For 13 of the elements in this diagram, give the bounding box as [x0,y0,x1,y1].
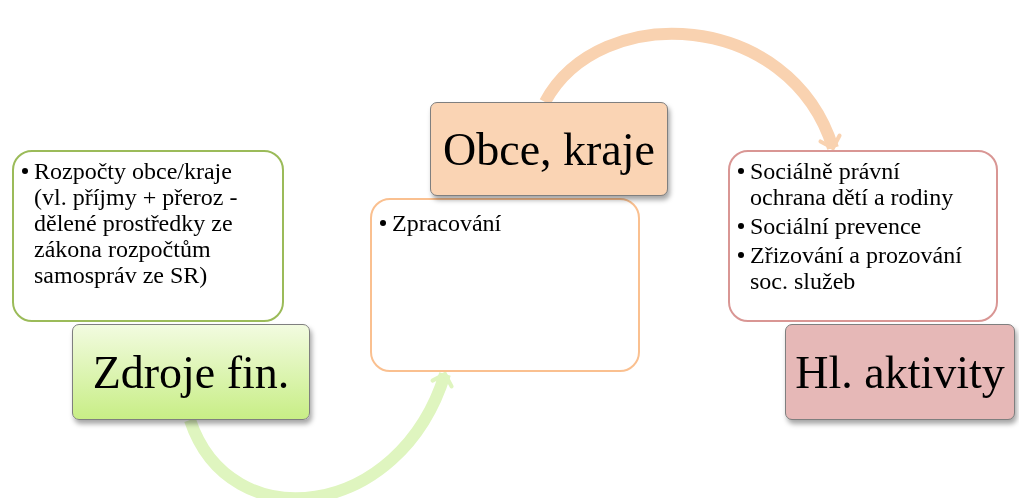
bullet-text: Rozpočty obce/kraje (vl. příjmy + přeroz - dělené prostředky ze zákona rozpočtům samospráv ze SR) [34,158,239,288]
title-box: Hl. aktivity [785,324,1015,420]
bullet-text: Sociálně právní ochrana dětí a rodiny [750,158,955,210]
title-box: Obce, kraje [430,102,668,196]
title-box: Zdroje fin. [72,324,310,420]
content-box [728,150,998,322]
content-box [12,150,284,322]
bullet-text: Zpracování [392,210,502,236]
bullet-text: Sociální prevence [750,213,922,239]
content-box [370,198,640,372]
curved-arrow [540,28,841,151]
curved-arrow [184,371,453,498]
bullet-text: Zřizování a prozování soc. služeb [750,242,963,294]
